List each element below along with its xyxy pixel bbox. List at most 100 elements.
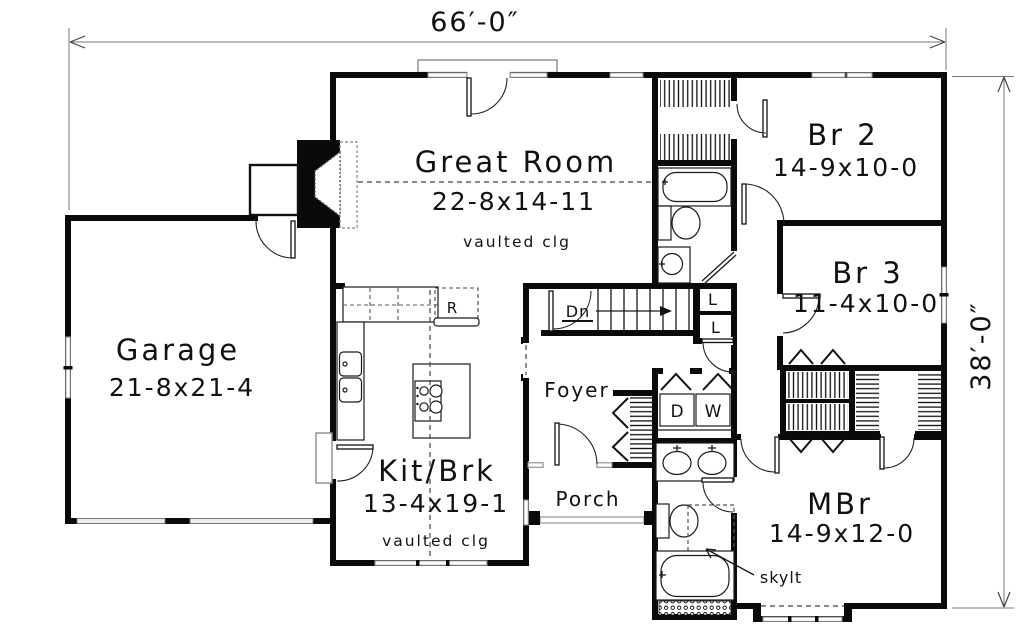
window-great-room-right [509,72,548,78]
doors [255,77,821,484]
skylight-arrow-icon [705,548,717,559]
foyer-label: Foyer [544,378,609,402]
br3-door-leaf [782,293,821,299]
br3-closet-rod [787,372,848,398]
dashed-lines [358,181,652,558]
garage-entry-stoop [315,432,333,484]
br2-size: 14-9x10-0 [773,153,919,182]
overall-width-dimension: 66′-0″ [430,7,520,38]
great-room-size: 22-8x14-11 [432,187,596,216]
kitchen-sink-upper [338,351,363,377]
mbath-sink-left [662,450,692,476]
skylight-label: skylt [760,568,802,587]
dimension-annotations: 66′-0″ 38′-0″ [68,7,1014,609]
firebox [314,150,341,218]
burner [429,400,443,414]
chimney-pad [248,163,300,217]
br3-label: Br 3 [832,256,904,290]
linen-lower-label: L [711,318,721,337]
linen-door-leaf [701,338,734,344]
porch-label: Porch [555,487,620,511]
kitchen-note: vaulted clg [382,532,490,550]
linen-closets: L L [701,290,734,373]
arrow-left-icon [69,35,86,49]
arrow-up-icon [997,76,1011,93]
mbath-toilet-bowl [669,504,699,538]
walkin-closet-rod-left [856,372,879,430]
bifold-icon [660,372,692,391]
skylight-callout: skylt [705,548,802,587]
stair-treads [597,289,690,330]
bedroom-closets [787,348,942,470]
window-kitchen-porch [523,499,529,526]
tub-faucet-icon [662,179,668,185]
bifold-icon [788,437,814,454]
garage-label: Garage [116,333,240,367]
hearth [339,141,358,229]
window-great-room-east [609,72,644,78]
hall-toilet-bowl [671,206,701,240]
stairs-down-label: Dn [566,302,590,321]
sidelite-left [527,462,544,468]
lav-faucet-icon [659,261,665,267]
stairs-down-underline [562,320,593,322]
burner [419,402,429,412]
stair-door-arc [552,290,592,330]
porch-edge [539,516,645,524]
br2-door-leaf [741,183,747,225]
br2-label: Br 2 [807,118,879,152]
mbr-closet-rod [787,404,848,430]
bifold-icon [611,397,629,429]
range-label: R [447,299,457,317]
burner [419,386,429,396]
coat-closet-rod [630,397,655,461]
garage-entry-door-arc [336,446,374,482]
stairs: Dn [548,289,690,332]
br2-door-arc [743,183,785,225]
garage-entry-door-leaf [336,444,374,450]
hall-toilet-tank [657,205,672,241]
linen-upper-label: L [708,290,718,309]
mbr-label: MBr [807,487,873,521]
rear-door-leaf [466,77,472,117]
kitchen-fixtures: R [330,283,480,441]
kitchen-label: Kit/Brk [378,454,496,488]
mbr-door-leaf [774,436,780,474]
br2-closet-door-leaf [762,99,768,138]
rear-door-arc [470,77,508,115]
refrigerator-front [433,317,480,327]
tub-faucet-icon [659,571,666,578]
br3-door-arc [782,295,820,334]
walkin-door-arc [883,437,915,469]
sidelite-right [596,462,613,468]
front-door-arc [558,423,598,465]
burner [429,384,443,398]
walkin-closet-rod-right [918,372,942,430]
great-room-label: Great Room [415,145,618,179]
great-room-note: vaulted clg [463,233,571,251]
br2-closet-rod [660,134,730,161]
linen-door-arc [702,342,734,373]
room-labels: Great Room 22-8x14-11 vaulted clg Garage… [109,118,939,550]
window-br2-left [811,72,846,78]
mbath-door-arc [702,481,734,513]
garage-service-door-arc [255,220,294,259]
bifold-icon [820,437,846,454]
br3-size: 11-4x10-0 [793,289,939,318]
front-door-leaf [554,422,560,466]
arrow-down-icon [997,591,1011,608]
hall-bath-door-leaf [701,251,737,285]
mbath-tile-strip [658,600,732,616]
vanity-faucet-icon [673,445,716,451]
dryer-label: D [670,402,683,422]
kitchen-size: 13-4x19-1 [363,489,509,518]
mbr-door-arc [740,438,776,473]
skylight-arrow-line [705,548,755,576]
mbath-door-leaf [701,477,734,483]
overall-depth-dimension: 38′-0″ [966,301,997,391]
hall-bath-block [657,80,768,285]
window-mbr-bay [762,616,843,622]
washer-label: W [705,402,722,422]
fireplace [248,140,358,229]
windows [63,72,949,566]
